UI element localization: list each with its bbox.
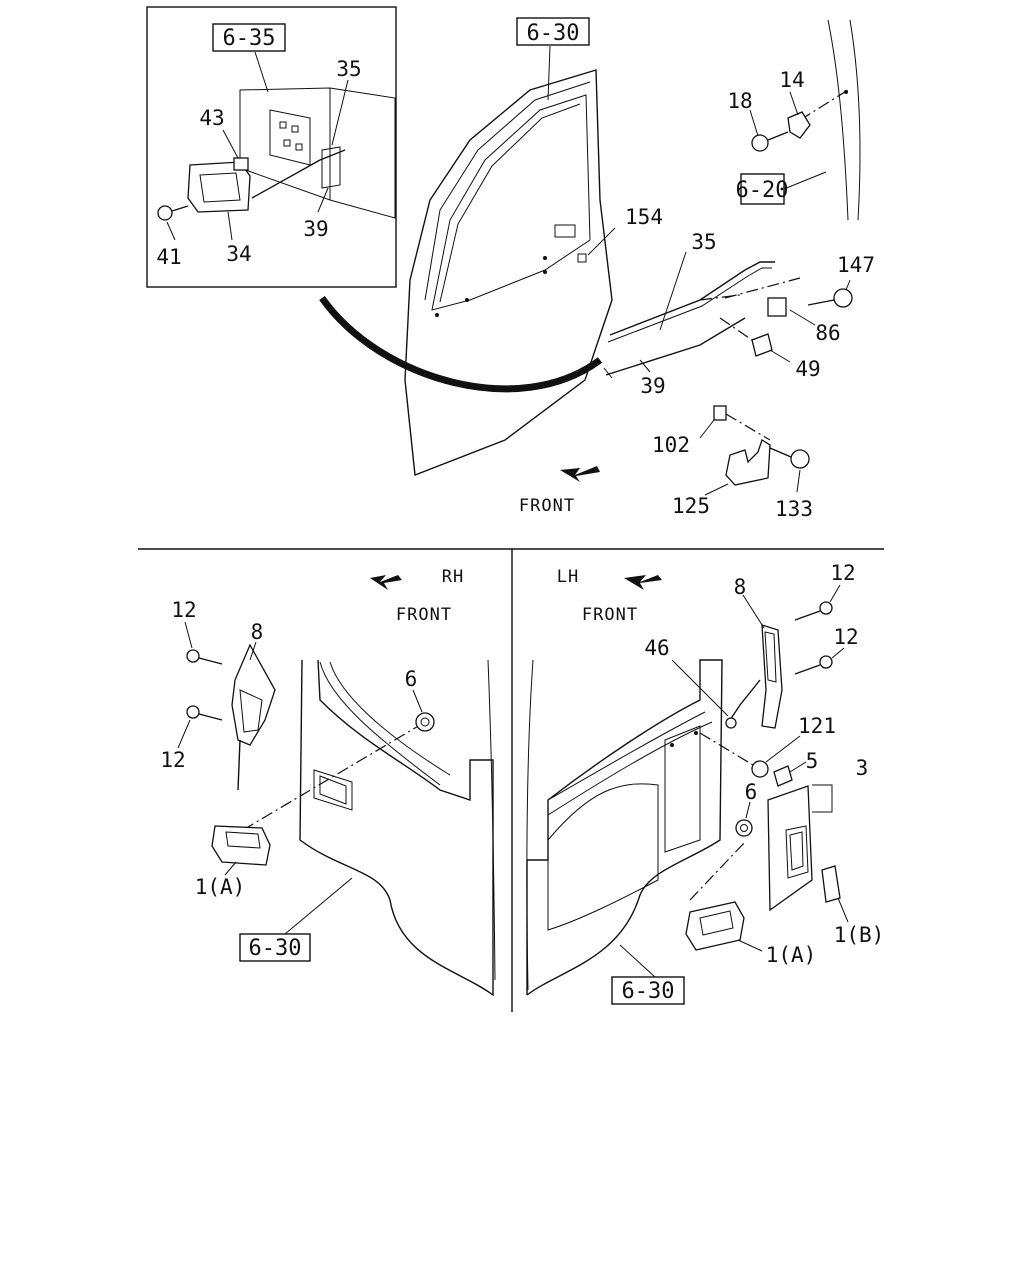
callout-133: 133 [775, 497, 813, 521]
inset-ref-label: 6-35 [223, 26, 276, 51]
lh-callout-46: 46 [644, 636, 669, 660]
callout-35-main: 35 [691, 230, 716, 254]
clip-part [233, 157, 249, 171]
lh-callout-12-bottom: 12 [833, 625, 858, 649]
screw-147-part [833, 288, 853, 308]
screw-5-part [773, 765, 793, 787]
callout-14: 14 [779, 68, 804, 92]
bracket-assembly: 102 125 133 [652, 405, 813, 521]
lock-8-part [761, 624, 783, 729]
nut-6-part [735, 819, 753, 837]
callout-125: 125 [672, 494, 710, 518]
front-label-top: FRONT [519, 496, 575, 516]
callout-39-main: 39 [640, 374, 665, 398]
screw-133-part [790, 449, 810, 469]
callout-49: 49 [795, 357, 820, 381]
rh-callout-12-top: 12 [171, 598, 196, 622]
front-arrow-icon [560, 466, 600, 482]
front-arrow-icon [370, 575, 402, 590]
lh-door-ref-box [611, 976, 685, 1005]
callout-154: 154 [625, 205, 663, 229]
outside-handle-part [211, 825, 271, 866]
lh-callout-121: 121 [798, 714, 836, 738]
callout-34: 34 [226, 242, 251, 266]
lh-callout-5: 5 [806, 749, 819, 773]
lh-callout-3: 3 [856, 756, 869, 780]
lh-callout-6: 6 [745, 780, 758, 804]
lock-rod-assembly: 35 147 86 49 39 [603, 230, 875, 398]
callout-41: 41 [156, 245, 181, 269]
callout-39: 39 [303, 217, 328, 241]
inset-detail: 6-35 35 43 39 41 34 [146, 6, 397, 288]
front-indicator-top: FRONT [519, 466, 600, 516]
lh-front-label: FRONT [582, 605, 638, 625]
rh-callout-1a: 1(A) [195, 875, 246, 899]
rh-callout-12-bottom: 12 [160, 748, 185, 772]
body-ref-box [740, 173, 785, 205]
rh-front-label: FRONT [396, 605, 452, 625]
striker-part [787, 111, 811, 139]
outside-handle-part [685, 901, 745, 951]
door-upper-view: 6-30 154 [404, 17, 663, 476]
block-86-part [767, 297, 787, 317]
callout-43: 43 [199, 106, 224, 130]
rh-panel: RH FRONT 6 1(A) 8 12 12 [160, 567, 496, 997]
rh-side-label: RH [442, 567, 464, 587]
inset-pointer-arc [319, 295, 603, 393]
cap-1b-part [821, 865, 841, 903]
lh-side-label: LH [557, 567, 579, 587]
inset-ref-box [212, 23, 286, 52]
bracket-125-part [725, 439, 771, 486]
callout-102: 102 [652, 433, 690, 457]
screw-12-part [186, 705, 200, 719]
body-ref-label: 6-20 [736, 178, 789, 203]
lock-8-part [231, 643, 276, 746]
screw-12-part [819, 655, 833, 669]
screw-12-part [186, 649, 200, 663]
callout-35: 35 [336, 57, 361, 81]
front-arrow-icon [624, 575, 662, 590]
nut-121-part [751, 760, 769, 778]
callout-86: 86 [815, 321, 840, 345]
screw-part [157, 205, 173, 221]
inset-frame [146, 6, 397, 288]
rh-door-ref-box [239, 933, 311, 962]
lh-callout-1b: 1(B) [834, 923, 885, 947]
cab-body-edge: 6-20 14 18 [727, 19, 861, 221]
clip-49-part [751, 333, 773, 357]
bezel-3-part [767, 785, 813, 912]
door-ref-box [516, 17, 590, 46]
callout-147: 147 [837, 253, 875, 277]
bolt-part [751, 134, 769, 152]
screw-12-part [819, 601, 833, 615]
lh-callout-12-top: 12 [830, 561, 855, 585]
callout-18: 18 [727, 89, 752, 113]
lh-callout-1a: 1(A) [766, 943, 817, 967]
clip-46-part [725, 717, 737, 729]
nut-6-part [415, 712, 435, 732]
rh-callout-8: 8 [251, 620, 264, 644]
lh-panel: LH FRONT 8 12 12 46 [526, 561, 885, 1005]
lh-callout-8: 8 [734, 575, 747, 599]
lh-door-ref-label: 6-30 [622, 979, 675, 1004]
door-ref-label: 6-30 [527, 21, 580, 46]
rh-callout-6: 6 [405, 667, 418, 691]
nut-102-part [713, 405, 727, 421]
rh-door-ref-label: 6-30 [249, 936, 302, 961]
